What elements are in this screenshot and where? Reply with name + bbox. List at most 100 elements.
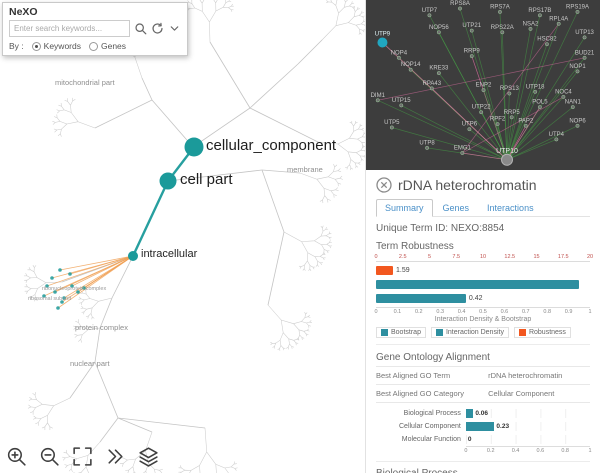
gene-node-label[interactable]: UTP18: [526, 84, 545, 90]
gene-node-label[interactable]: NOP4: [391, 50, 408, 56]
search-icon[interactable]: [134, 22, 147, 35]
gene-node[interactable]: [429, 86, 434, 91]
tab-summary[interactable]: Summary: [376, 199, 433, 217]
gene-node[interactable]: [436, 30, 441, 35]
gene-node[interactable]: [507, 91, 512, 96]
tab-interactions[interactable]: Interactions: [487, 203, 534, 213]
term-cluster-node[interactable]: [60, 300, 64, 304]
gene-node[interactable]: [408, 67, 413, 72]
gene-node-label[interactable]: UTP7: [422, 8, 438, 14]
gene-node-label[interactable]: KRE33: [429, 66, 449, 72]
gene-node[interactable]: [389, 125, 394, 130]
gene-node-label[interactable]: RPS17B: [528, 8, 551, 14]
gene-node-label[interactable]: UTP4: [549, 132, 565, 138]
graph-node-label[interactable]: intracellular: [141, 248, 198, 260]
gene-node[interactable]: [425, 145, 430, 150]
term-cluster-node[interactable]: [76, 290, 80, 294]
gene-node[interactable]: [575, 9, 580, 14]
close-icon[interactable]: [376, 177, 392, 193]
term-cluster-node[interactable]: [58, 268, 62, 272]
layers-icon[interactable]: [136, 444, 161, 469]
gene-node-label[interactable]: UTP5: [384, 120, 400, 126]
term-cluster-node[interactable]: [45, 284, 49, 288]
gene-node-label[interactable]: NOP6: [569, 118, 586, 124]
gene-node-label[interactable]: UTP6: [462, 122, 478, 128]
radio-genes[interactable]: Genes: [88, 41, 126, 51]
graph-node-label[interactable]: cell part: [180, 171, 233, 188]
gene-node-label[interactable]: NSA2: [523, 21, 539, 27]
gene-node-label[interactable]: RPF2: [490, 117, 506, 123]
gene-node[interactable]: [436, 71, 441, 76]
gene-node-label[interactable]: NOP1: [569, 64, 586, 70]
gene-node[interactable]: [554, 137, 559, 142]
gene-node-highlighted[interactable]: [377, 37, 388, 48]
gene-node[interactable]: [528, 26, 533, 31]
gene-node[interactable]: [575, 123, 580, 128]
gene-node-label[interactable]: NOP14: [401, 62, 421, 68]
term-cluster-node[interactable]: [70, 284, 74, 288]
zoom-in-icon[interactable]: [4, 444, 29, 469]
gene-node-label[interactable]: RRP5: [504, 110, 521, 116]
gene-node-label[interactable]: POL5: [532, 100, 548, 106]
gene-node[interactable]: [481, 88, 486, 93]
fit-screen-icon[interactable]: [70, 444, 95, 469]
gene-node[interactable]: [523, 123, 528, 128]
gene-node-label[interactable]: NOP56: [429, 25, 449, 31]
gene-node-label[interactable]: RPS19A: [566, 4, 589, 10]
gene-node-label[interactable]: ENP2: [476, 83, 492, 89]
gene-node-label[interactable]: UTP10: [496, 148, 518, 155]
gene-node-label[interactable]: UTP22: [472, 105, 491, 111]
gene-node[interactable]: [545, 42, 549, 47]
gene-node[interactable]: [495, 122, 500, 127]
gene-node-label[interactable]: RPA43: [423, 81, 442, 87]
term-cluster-node[interactable]: [50, 276, 54, 280]
gene-node[interactable]: [500, 30, 505, 35]
graph-node-label[interactable]: membrane: [287, 165, 323, 174]
tab-genes[interactable]: Genes: [442, 203, 470, 213]
chevron-down-icon[interactable]: [168, 22, 181, 35]
gene-node-label[interactable]: UTP13: [575, 30, 594, 36]
graph-node-label[interactable]: ribonucleoprotein complex: [42, 286, 107, 292]
gene-node-label[interactable]: RPS8A: [450, 1, 470, 7]
graph-node-label[interactable]: nuclear part: [70, 359, 110, 368]
gene-node[interactable]: [582, 55, 587, 60]
node-intracellular[interactable]: [128, 251, 138, 261]
gene-node-label[interactable]: UTP21: [462, 23, 481, 29]
term-cluster-node[interactable]: [62, 296, 66, 300]
gene-node-label[interactable]: PAP2: [518, 118, 534, 124]
gene-node-label[interactable]: RPS7A: [490, 4, 510, 10]
node-cell-part[interactable]: [159, 172, 177, 190]
gene-node[interactable]: [460, 151, 465, 155]
gene-node[interactable]: [537, 13, 542, 18]
gene-node[interactable]: [498, 9, 502, 14]
term-cluster-node[interactable]: [56, 306, 60, 310]
radio-keywords[interactable]: Keywords: [31, 41, 81, 51]
reset-icon[interactable]: [151, 22, 164, 35]
gene-node[interactable]: [469, 28, 474, 33]
gene-node[interactable]: [575, 69, 580, 74]
gene-node-label[interactable]: NOC4: [555, 89, 572, 95]
term-cluster-node[interactable]: [53, 290, 57, 294]
gene-node-label[interactable]: UTP8: [419, 140, 435, 146]
zoom-out-icon[interactable]: [37, 444, 62, 469]
gene-node[interactable]: [561, 94, 566, 99]
collapse-icon[interactable]: [103, 444, 128, 469]
graph-node-label[interactable]: cellular_component: [206, 137, 337, 154]
gene-node[interactable]: [509, 115, 514, 120]
gene-node-label[interactable]: UTP15: [392, 98, 411, 104]
gene-node[interactable]: [556, 21, 561, 26]
graph-node-label[interactable]: protein complex: [75, 323, 128, 332]
gene-node[interactable]: [399, 103, 404, 108]
gene-node-label[interactable]: BUD21: [575, 50, 595, 56]
gene-node-label[interactable]: NAN1: [565, 100, 582, 106]
term-cluster-node[interactable]: [82, 286, 86, 290]
gene-node-label[interactable]: RPL4A: [549, 16, 568, 22]
gene-node-label[interactable]: EMG1: [454, 146, 472, 152]
graph-node-label[interactable]: ribosomal subunit: [28, 296, 72, 302]
gene-node[interactable]: [467, 127, 472, 132]
term-cluster-node[interactable]: [68, 272, 72, 276]
term-cluster-node[interactable]: [42, 294, 46, 298]
gene-node[interactable]: [570, 105, 575, 110]
